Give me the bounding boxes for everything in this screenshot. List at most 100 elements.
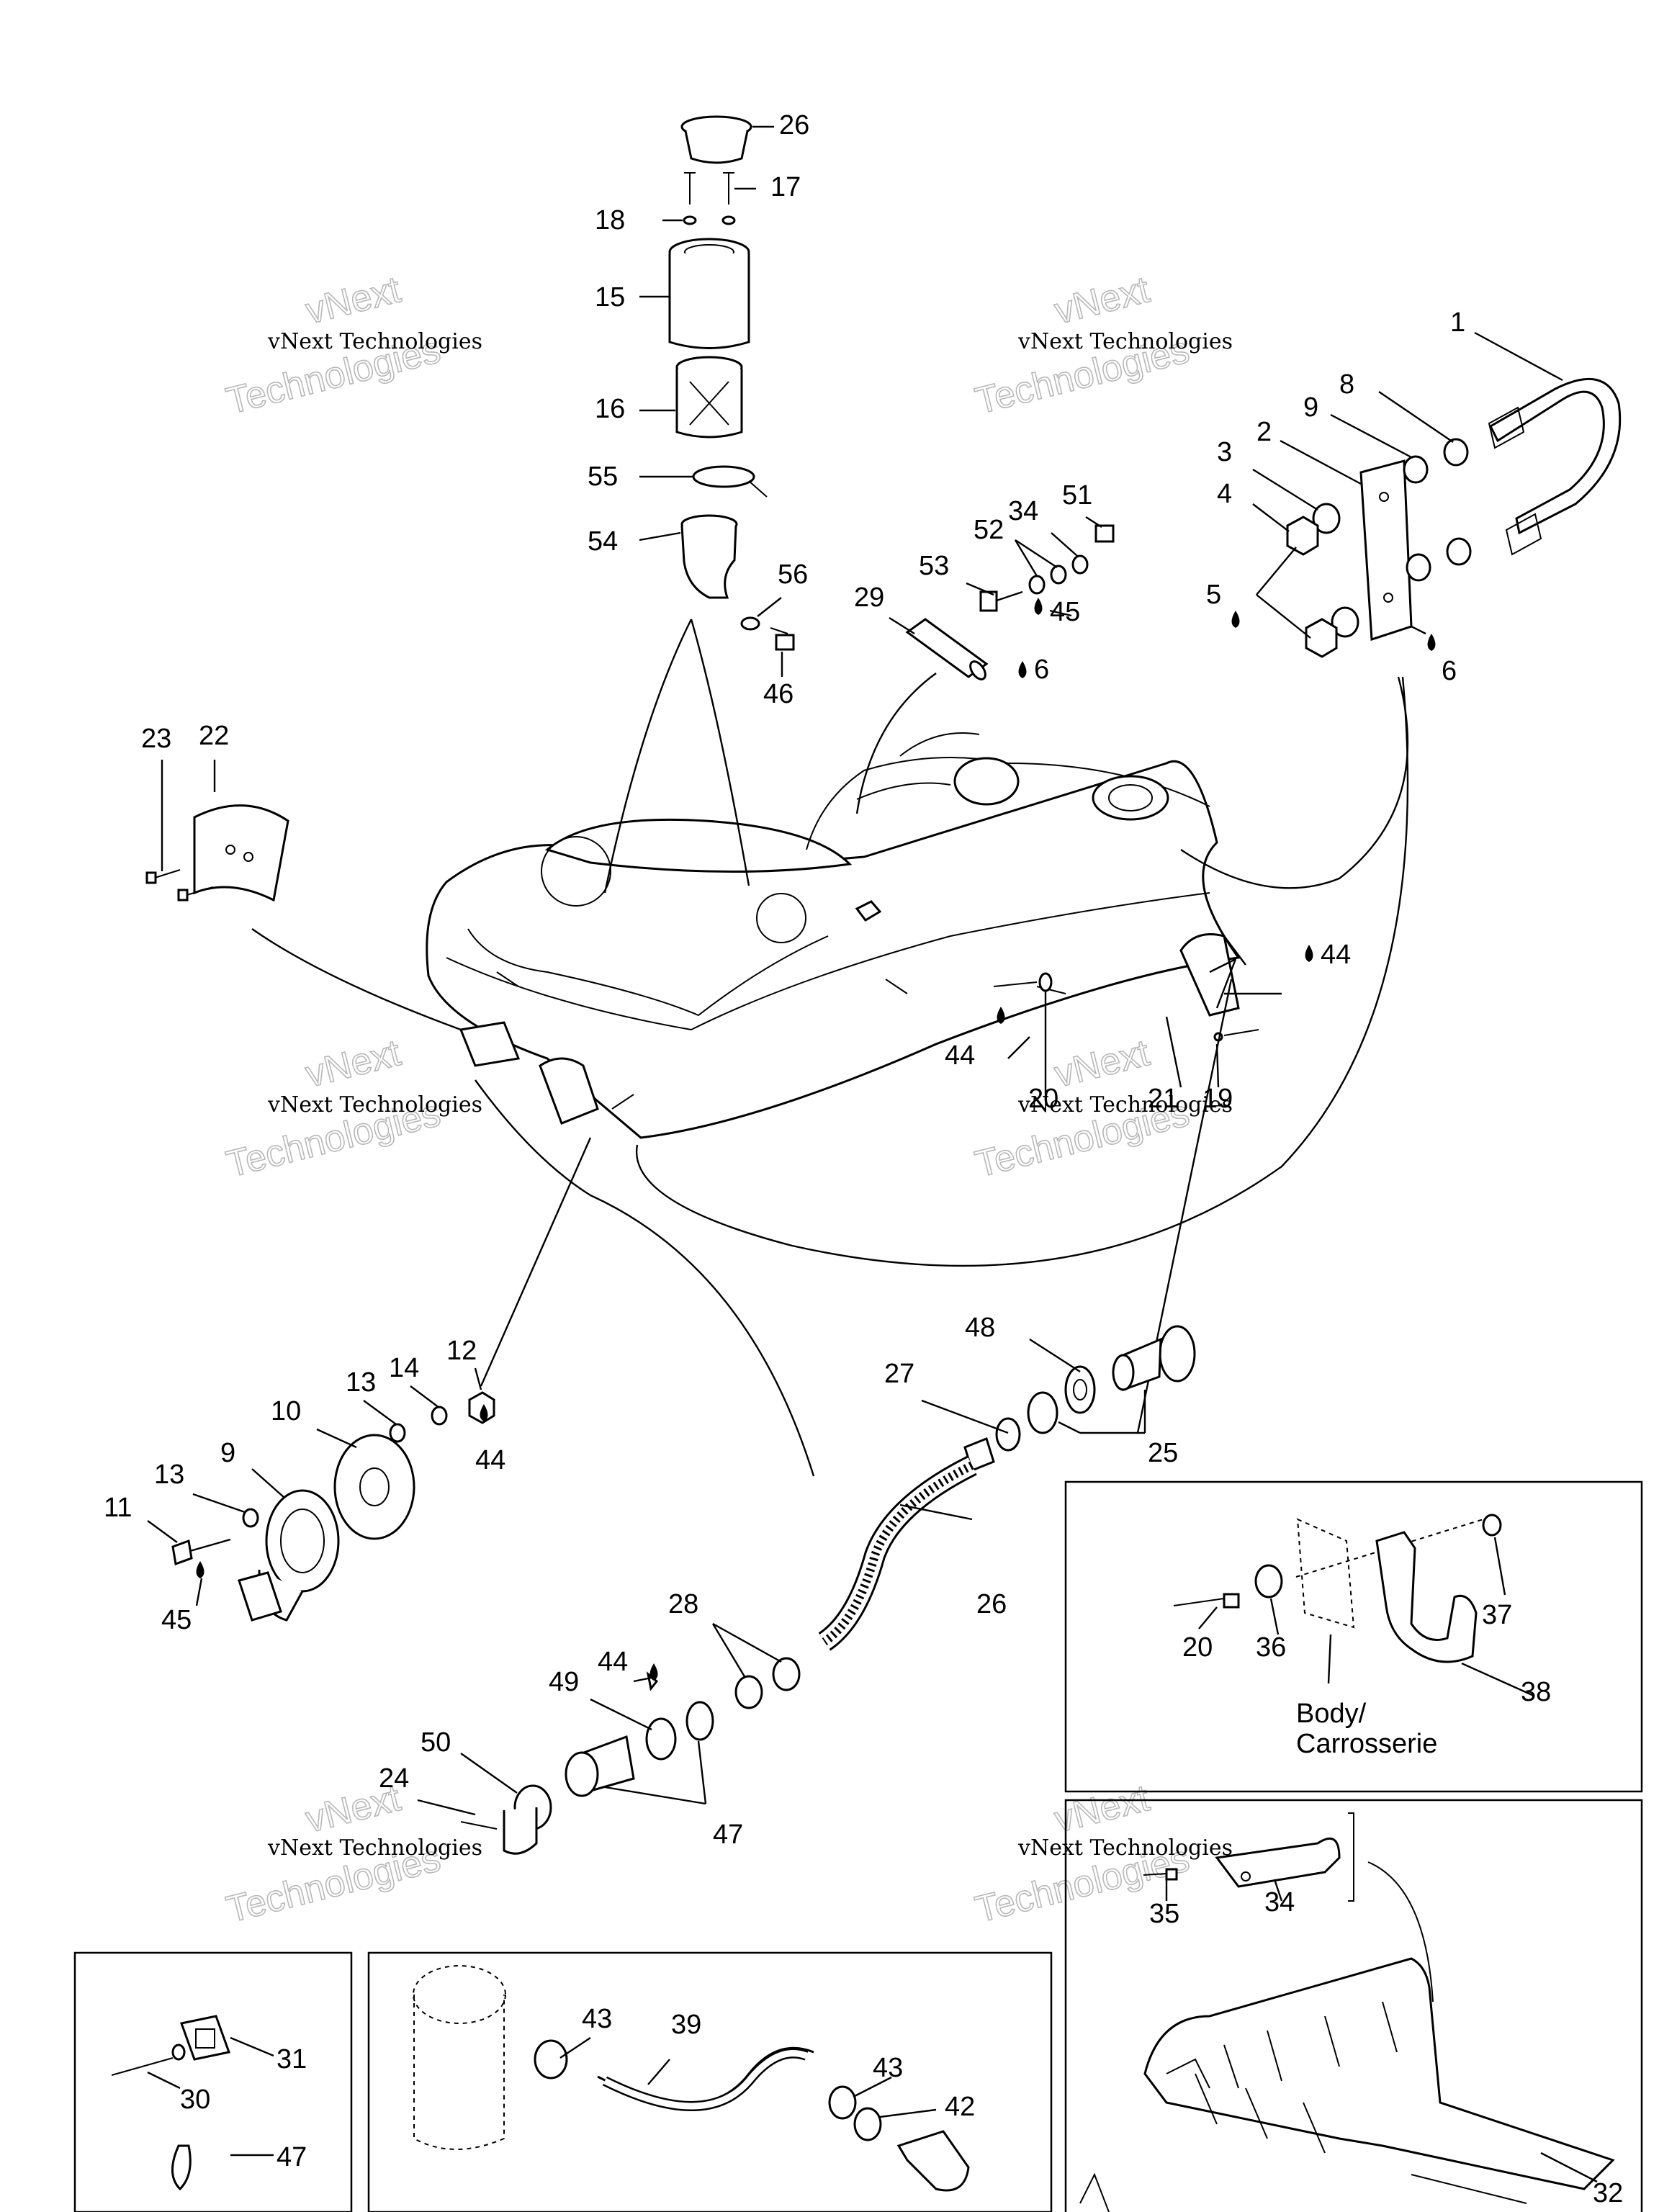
- screw-part-24: [460, 1821, 498, 1830]
- callout-18: 18: [595, 205, 625, 235]
- insert-part-16: [675, 356, 743, 439]
- clip-parts: [111, 2015, 230, 2191]
- nut-part-25b: [1027, 1391, 1058, 1434]
- callout-45: 45: [161, 1605, 192, 1635]
- inset-body-parts: [1173, 1514, 1502, 1663]
- callout-42: 42: [945, 2092, 975, 2122]
- callout-17: 17: [770, 172, 801, 202]
- nut-part-48: [565, 1701, 714, 1797]
- callout-44c: 44: [475, 1445, 505, 1475]
- filler-cap-part-28: [680, 115, 752, 164]
- svg-text:vNext: vNext: [1051, 1032, 1154, 1096]
- inset-box-seat: [1064, 1799, 1643, 2212]
- callout-labels: 26 17 18 15 16 55 54 56 46 29 53 52 34 5…: [104, 110, 1623, 2208]
- callout-8: 9: [1303, 392, 1318, 423]
- cover-part-22: [193, 804, 289, 902]
- callout-36: 34: [1008, 496, 1038, 526]
- callout-2: 2: [1256, 417, 1272, 447]
- washer-part-49b: [645, 1717, 677, 1761]
- drop-icon: [1427, 634, 1436, 651]
- svg-text:vNext Technologies: vNext Technologies: [1017, 1835, 1233, 1861]
- filler-neck-part-15: [668, 238, 750, 349]
- washer-part-18: [683, 215, 736, 225]
- callout-16: 16: [595, 394, 625, 424]
- callout-47: 47: [276, 2142, 307, 2172]
- callout-6-lube-b: 6: [1442, 656, 1457, 686]
- callout-13b: 13: [154, 1460, 184, 1490]
- svg-text:vNext Technologies: vNext Technologies: [1017, 329, 1233, 354]
- callout-46: 46: [763, 679, 793, 709]
- fitting-part-50: [503, 1784, 552, 1855]
- callout-56: 56: [778, 559, 808, 590]
- drop-icon: [649, 1663, 658, 1681]
- callout-leaders: [147, 125, 1598, 2183]
- bolt-part-11: [171, 1538, 231, 1566]
- callout-37: 36: [1256, 1632, 1286, 1663]
- boat-hull: [426, 732, 1241, 1139]
- callout-9: 9: [220, 1438, 235, 1468]
- washer-part-49a: [1064, 1365, 1096, 1414]
- callout-13a: 13: [346, 1367, 376, 1398]
- svg-text:vNext: vNext: [302, 269, 405, 333]
- callout-3: 3: [1217, 437, 1232, 467]
- callout-44-lube-right: 44: [1321, 940, 1351, 970]
- nut-part-4: [1286, 516, 1338, 658]
- callout-4: 4: [1217, 479, 1232, 509]
- callout-50: 50: [421, 1727, 451, 1758]
- corrugated-hose-part-26: [818, 1437, 995, 1651]
- drop-icon: [196, 1561, 204, 1578]
- callout-7: 8: [1339, 369, 1354, 400]
- callout-1: 1: [1450, 307, 1465, 338]
- drop-icon: [480, 1404, 488, 1421]
- inset-label-body: Body/: [1296, 1699, 1367, 1729]
- drop-icon: [1231, 611, 1240, 628]
- callout-49: 48: [965, 1313, 995, 1343]
- callout-24: 24: [379, 1763, 409, 1794]
- drain-plug-part-9: [238, 1489, 340, 1622]
- elbow-hose-part-54: [680, 514, 738, 599]
- watermark-low-left: vNext Technologies vNext Technologies: [222, 1776, 482, 1931]
- leader-lines: [251, 619, 1409, 1477]
- callout-23: 23: [141, 724, 171, 754]
- callout-15: 15: [595, 282, 625, 313]
- nut-part-12: [468, 1391, 495, 1424]
- callout-44b: 44: [598, 1647, 628, 1677]
- inset-box-body: [1064, 1480, 1643, 1793]
- bilge-parts: [413, 1965, 970, 2192]
- u-handle-part-1: [1488, 377, 1622, 556]
- callout-14: 14: [389, 1353, 419, 1383]
- callout-21: 21: [1148, 1084, 1178, 1114]
- svg-text:vNext Technologies: vNext Technologies: [267, 1092, 482, 1118]
- callout-31: 31: [276, 2044, 307, 2074]
- callout-20b: 20: [1182, 1632, 1213, 1663]
- washer-part-13a: [389, 1423, 406, 1443]
- svg-text:vNext Technologies: vNext Technologies: [267, 329, 482, 354]
- callout-22: 22: [199, 721, 229, 751]
- callout-11: 11: [104, 1493, 132, 1523]
- callout-48: 47: [713, 1820, 743, 1850]
- washer-part-13b: [242, 1508, 259, 1528]
- callout-27b: 28: [668, 1589, 698, 1619]
- callout-10: 10: [271, 1396, 301, 1426]
- callout-27: 27: [884, 1359, 914, 1389]
- callout-53: 53: [919, 551, 949, 581]
- washer-part-14: [431, 1406, 448, 1426]
- washer-part-8: [1403, 455, 1431, 582]
- seat-leader: [1367, 1861, 1434, 2002]
- svg-text:vNext Technologies: vNext Technologies: [267, 1835, 482, 1861]
- drop-icon: [997, 1007, 1005, 1024]
- callout-19: 19: [1202, 1084, 1233, 1114]
- callout-55: 55: [588, 462, 618, 492]
- callout-28: 26: [779, 110, 809, 140]
- callout-12: 12: [446, 1336, 477, 1366]
- clamp-part-27b: [734, 1657, 801, 1709]
- callout-54: 54: [588, 526, 618, 557]
- callout-20: 20: [1028, 1084, 1058, 1114]
- bracket-line: [1348, 1812, 1354, 1902]
- inset-label-carrosserie: Carrosserie: [1296, 1729, 1437, 1759]
- callout-43a: 43: [582, 2004, 612, 2034]
- callout-34: 34: [1264, 1887, 1295, 1917]
- fitting-part-25: [1112, 1325, 1196, 1392]
